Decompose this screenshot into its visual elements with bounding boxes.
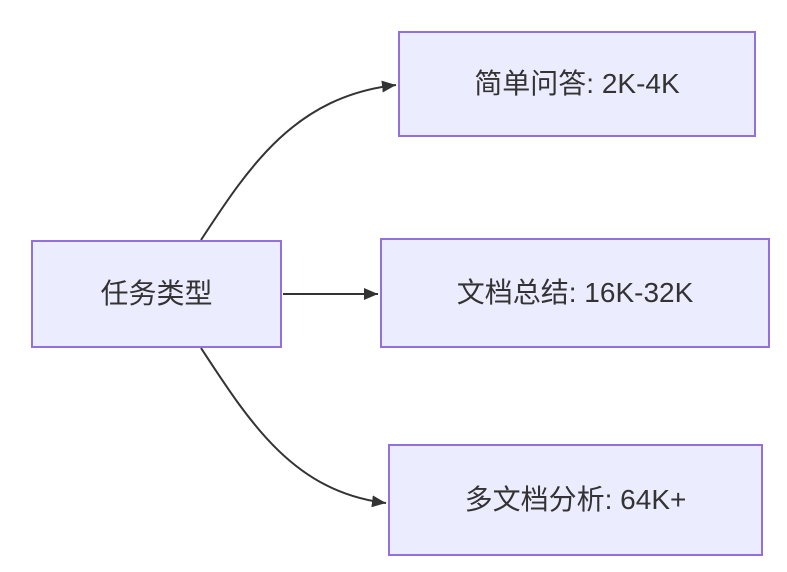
- edge-root-to-branch-2: [200, 347, 387, 508]
- node-simple-qa: 简单问答: 2K-4K: [398, 31, 756, 137]
- node-simple-qa-label: 简单问答: 2K-4K: [474, 68, 680, 100]
- node-task-type-label: 任务类型: [100, 278, 213, 310]
- node-task-type: 任务类型: [31, 240, 282, 348]
- edge-root-to-branch-0: [200, 80, 397, 241]
- node-doc-summary: 文档总结: 16K-32K: [380, 238, 770, 348]
- node-multi-doc-analysis: 多文档分析: 64K+: [388, 444, 763, 556]
- node-multi-doc-analysis-label: 多文档分析: 64K+: [464, 484, 687, 516]
- node-doc-summary-label: 文档总结: 16K-32K: [456, 277, 694, 309]
